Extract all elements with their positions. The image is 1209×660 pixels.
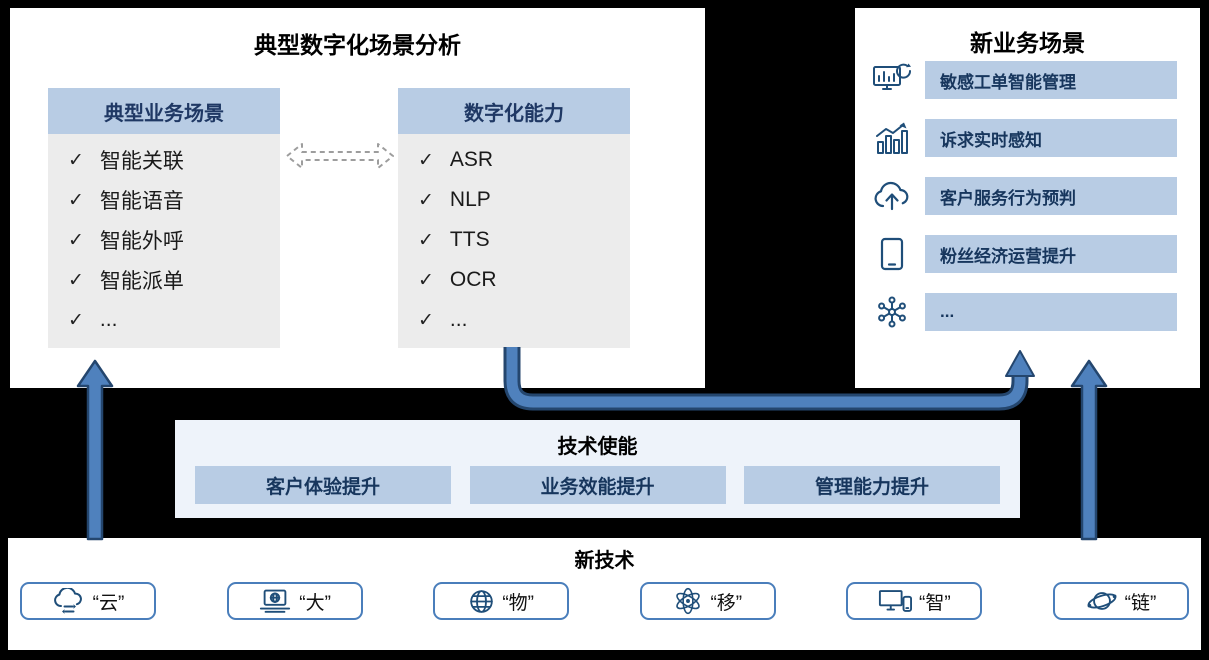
enablement-box-business-efficiency: 业务效能提升 xyxy=(469,466,726,504)
tech-label: “大” xyxy=(299,592,331,614)
tech-label: “移” xyxy=(710,592,743,614)
enablement-box-management-capability: 管理能力提升 xyxy=(744,466,1000,504)
enablement-panel-title: 技术使能 xyxy=(557,436,638,458)
cloud-sync-icon xyxy=(52,588,86,614)
list-item-label: TTS xyxy=(449,228,490,251)
cloud-upload-icon xyxy=(869,181,915,211)
chain-globe-icon xyxy=(1086,587,1118,615)
new-business-label: 敏感工单智能管理 xyxy=(925,61,1177,99)
list-item-label: NLP xyxy=(449,188,491,211)
check-icon: ✓ xyxy=(68,229,84,251)
molecule-network-icon xyxy=(869,294,915,330)
new-business-row: 敏感工单智能管理 xyxy=(869,60,1177,100)
atom-icon xyxy=(673,586,703,616)
desktop-phone-icon xyxy=(878,588,913,615)
tech-box-smart: “智” xyxy=(846,582,983,620)
tech-label: “云” xyxy=(92,592,125,614)
analysis-panel: 典型数字化场景分析 典型业务场景 ✓ 智能关联 ✓ 智能语音 ✓ 智能外呼 ✓ 智能派单… xyxy=(10,8,705,388)
list-item: ✓ 智能派单 xyxy=(48,260,280,300)
analysis-panel-title: 典型数字化场景分析 xyxy=(254,32,461,58)
list-item: ✓ NLP xyxy=(398,180,630,220)
business-scenario-column: 典型业务场景 ✓ 智能关联 ✓ 智能语音 ✓ 智能外呼 ✓ 智能派单 ✓... xyxy=(48,88,280,348)
laptop-globe-icon xyxy=(258,588,292,614)
list-item-label: OCR xyxy=(449,268,497,291)
check-icon: ✓ xyxy=(418,229,434,251)
list-item: ✓... xyxy=(48,300,280,340)
enablement-box-customer-experience: 客户体验提升 xyxy=(195,466,451,504)
technology-row: “云” “大” xyxy=(20,582,1189,620)
check-icon: ✓ xyxy=(68,149,84,171)
list-item: ✓ 智能外呼 xyxy=(48,220,280,260)
check-icon: ✓ xyxy=(418,189,434,211)
check-icon: ✓ xyxy=(68,309,84,331)
new-business-label: 客户服务行为预判 xyxy=(925,177,1177,215)
bar-chart-growth-icon xyxy=(869,122,915,155)
enablement-panel: 技术使能 客户体验提升 业务效能提升 管理能力提升 xyxy=(175,420,1020,518)
new-business-row: 客户服务行为预判 xyxy=(869,176,1177,216)
new-business-label: 粉丝经济运营提升 xyxy=(925,235,1177,273)
new-business-label: ... xyxy=(925,293,1177,331)
tech-box-bigdata: “大” xyxy=(226,582,363,620)
digital-capability-header: 数字化能力 xyxy=(398,88,630,134)
new-business-row: 粉丝经济运营提升 xyxy=(869,234,1177,274)
check-icon: ✓ xyxy=(68,269,84,291)
tech-box-chain: “链” xyxy=(1052,582,1189,620)
list-item-label: 智能外呼 xyxy=(99,230,184,253)
new-business-panel: 新业务场景 敏感工单智能管理 xyxy=(855,8,1200,388)
list-item-label: 智能语音 xyxy=(99,190,184,213)
check-icon: ✓ xyxy=(418,149,434,171)
list-item-label: 智能派单 xyxy=(99,270,184,293)
new-business-label: 诉求实时感知 xyxy=(925,119,1177,157)
tablet-icon xyxy=(869,237,915,271)
digital-capability-list: ✓ ASR ✓ NLP ✓ TTS ✓ OCR ✓... xyxy=(398,134,630,348)
list-item: ✓ OCR xyxy=(398,260,630,300)
check-icon: ✓ xyxy=(68,189,84,211)
business-scenario-header: 典型业务场景 xyxy=(48,88,280,134)
technology-panel-title: 新技术 xyxy=(574,550,635,572)
technology-panel: 新技术 “云” xyxy=(8,538,1201,650)
tech-label: “物” xyxy=(502,592,535,614)
tech-label: “链” xyxy=(1124,592,1157,614)
enablement-row: 客户体验提升 业务效能提升 管理能力提升 xyxy=(195,466,1000,504)
list-item: ✓ 智能关联 xyxy=(48,140,280,180)
tech-box-mobile: “移” xyxy=(639,582,776,620)
list-item-label: ASR xyxy=(449,148,494,171)
tech-box-iot: “物” xyxy=(433,582,570,620)
list-item: ✓ ASR xyxy=(398,140,630,180)
new-business-row: 诉求实时感知 xyxy=(869,118,1177,158)
list-item: ✓ 智能语音 xyxy=(48,180,280,220)
list-item: ✓... xyxy=(398,300,630,340)
list-item-label: ... xyxy=(449,308,468,331)
business-scenario-list: ✓ 智能关联 ✓ 智能语音 ✓ 智能外呼 ✓ 智能派单 ✓... xyxy=(48,134,280,348)
tech-label: “智” xyxy=(919,592,951,614)
digital-capability-column: 数字化能力 ✓ ASR ✓ NLP ✓ TTS ✓ OCR ✓... xyxy=(398,88,630,348)
globe-icon xyxy=(468,588,495,615)
list-item: ✓ TTS xyxy=(398,220,630,260)
monitor-analytics-icon xyxy=(869,63,915,97)
list-item-label: 智能关联 xyxy=(99,150,184,173)
check-icon: ✓ xyxy=(418,309,434,331)
new-business-panel-title: 新业务场景 xyxy=(970,30,1085,56)
list-item-label: ... xyxy=(99,308,118,331)
check-icon: ✓ xyxy=(418,269,434,291)
tech-box-cloud: “云” xyxy=(20,582,156,620)
new-business-row: ... xyxy=(869,292,1177,332)
